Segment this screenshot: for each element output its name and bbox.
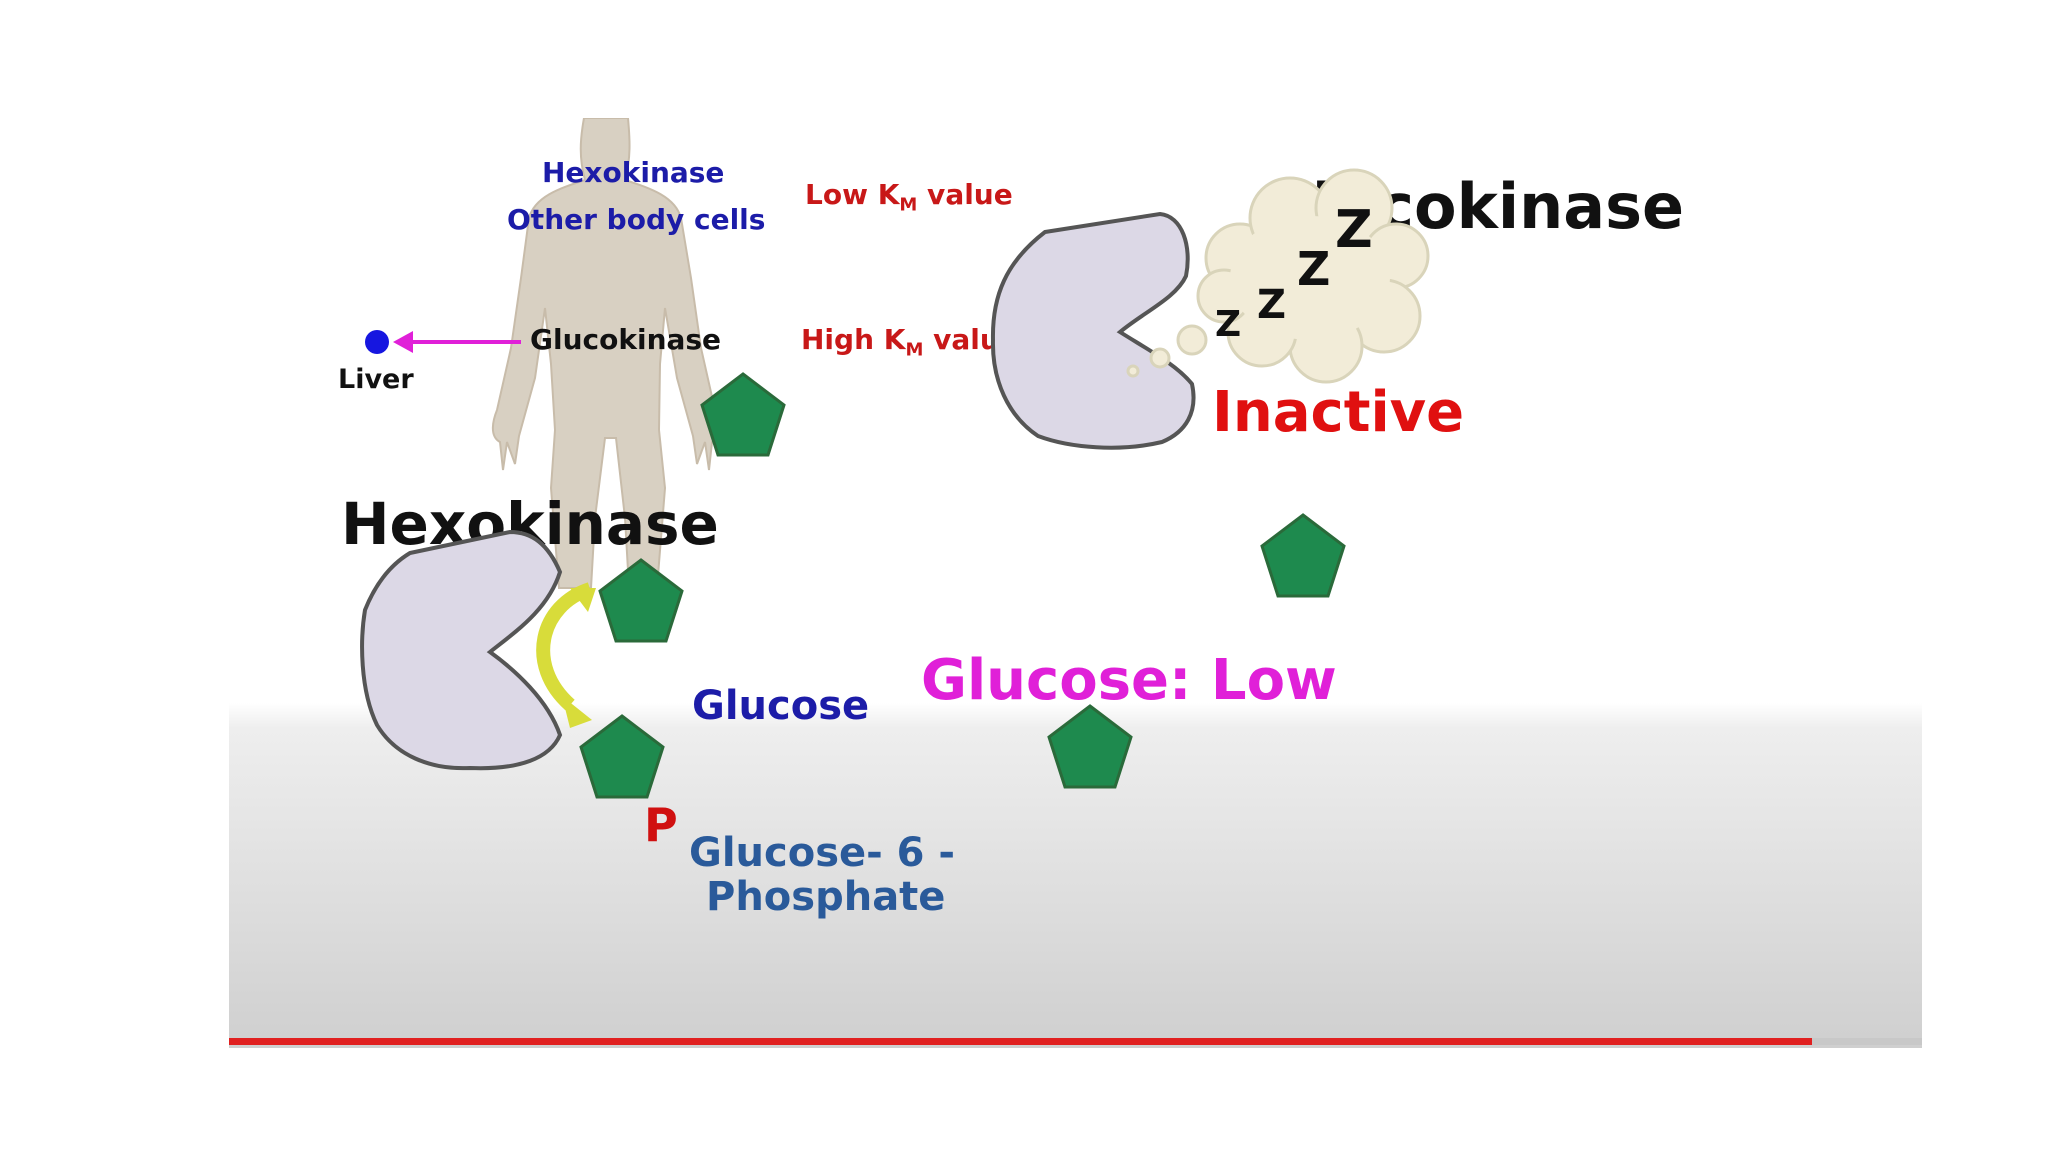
glucose-pentagon-icon [700, 372, 786, 457]
sleep-z-text: Z [1335, 200, 1373, 260]
arrow-left-icon [393, 331, 521, 353]
liver-label: Liver [338, 364, 414, 395]
hexokinase-enzyme-icon [360, 529, 563, 771]
glucose-pentagon-icon [598, 558, 684, 643]
glucose-level-label: Glucose: Low [921, 648, 1337, 713]
liver-marker-icon [365, 330, 389, 354]
glucose-label: Glucose [692, 683, 870, 729]
sleep-z-text: Z [1257, 282, 1287, 328]
human-body-icon [491, 118, 721, 589]
glucose-6-phosphate-label: Glucose- 6 - [689, 830, 956, 876]
glucose-6-phosphate-label-line2: Phosphate [706, 874, 946, 920]
video-progress-bar[interactable] [229, 1038, 1922, 1045]
phosphate-symbol: P [644, 798, 678, 852]
other-body-cells-label: Other body cells [507, 203, 766, 236]
hexokinase-label: Hexokinase [542, 156, 725, 189]
sleep-z-text: Z [1297, 242, 1331, 296]
glucose-pentagon-icon [579, 714, 665, 799]
glucose-pentagon-icon [1047, 704, 1133, 789]
slide: Liver Hexokinase Other body cells Glucok… [229, 118, 1922, 1048]
video-progress-fill [229, 1038, 1812, 1045]
low-km-label: Low KM value [805, 178, 1013, 216]
sleep-z-text: Z [1215, 304, 1242, 345]
inactive-label: Inactive [1212, 380, 1465, 445]
glucokinase-small-label: Glucokinase [530, 323, 722, 356]
glucokinase-enzyme-icon [990, 211, 1196, 450]
reaction-arrow-icon [536, 582, 596, 728]
thought-cloud-icon [1126, 168, 1430, 384]
glucose-pentagon-icon [1260, 513, 1346, 598]
